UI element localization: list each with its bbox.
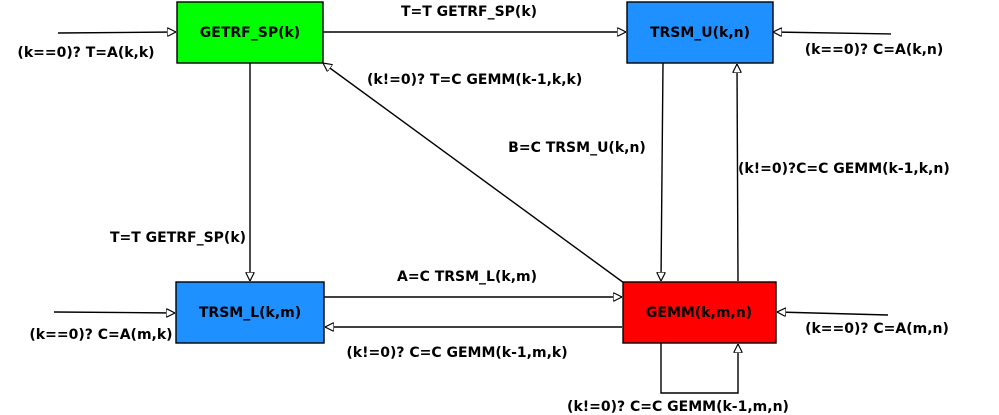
node-gemm: GEMM(k,m,n) <box>622 281 777 344</box>
label-init-getrf: (k==0)? T=A(k,k) <box>17 45 154 61</box>
edge-gemm-to-trsm-u <box>737 64 738 282</box>
label-gemm-to-trsm-l: (k!=0)? C=C GEMM(k-1,m,k) <box>346 345 567 361</box>
label-gemm-self-loop: (k!=0)? C=C GEMM(k-1,m,n) <box>567 399 789 415</box>
edge-init-getrf <box>57 32 176 33</box>
label-gemm-to-trsm-u: (k!=0)?C=C GEMM(k-1,k,n) <box>738 161 950 177</box>
label-init-trsm-l: (k==0)? C=A(m,k) <box>29 327 172 343</box>
node-trsm-l: TRSM_L(k,m) <box>175 281 325 344</box>
node-getrf-box <box>176 1 324 64</box>
edge-labels: T=T GETRF_SP(k) T=T GETRF_SP(k) (k!=0)? … <box>17 4 949 415</box>
edge-trsm-u-to-gemm <box>661 62 663 281</box>
node-trsm-l-box <box>175 281 325 344</box>
node-getrf: GETRF_SP(k) <box>176 1 324 64</box>
label-getrf-to-trsm-l: T=T GETRF_SP(k) <box>110 230 246 246</box>
label-trsm-u-to-gemm: B=C TRSM_U(k,n) <box>508 140 646 156</box>
edge-init-trsm-u <box>773 32 892 34</box>
node-getrf-label: GETRF_SP(k) <box>200 25 300 41</box>
label-trsm-l-to-gemm: A=C TRSM_L(k,m) <box>397 269 537 285</box>
edge-init-gemm <box>777 312 889 315</box>
node-gemm-box <box>622 281 777 344</box>
edges <box>53 32 892 394</box>
label-gemm-to-getrf: (k!=0)? T=C GEMM(k-1,k,k) <box>367 72 582 88</box>
edge-gemm-to-getrf <box>323 63 625 284</box>
node-trsm-u: TRSM_U(k,n) <box>626 1 774 64</box>
label-init-gemm: (k==0)? C=A(m,n) <box>805 321 949 337</box>
edge-init-trsm-l <box>53 312 175 313</box>
node-trsm-l-label: TRSM_L(k,m) <box>199 305 301 321</box>
node-gemm-label: GEMM(k,m,n) <box>646 305 752 321</box>
edge-gemm-self-loop <box>660 343 738 394</box>
label-init-trsm-u: (k==0)? C=A(k,n) <box>805 42 944 58</box>
node-trsm-u-box <box>626 1 774 64</box>
label-getrf-to-trsm-u: T=T GETRF_SP(k) <box>401 4 537 20</box>
node-trsm-u-label: TRSM_U(k,n) <box>650 25 750 41</box>
